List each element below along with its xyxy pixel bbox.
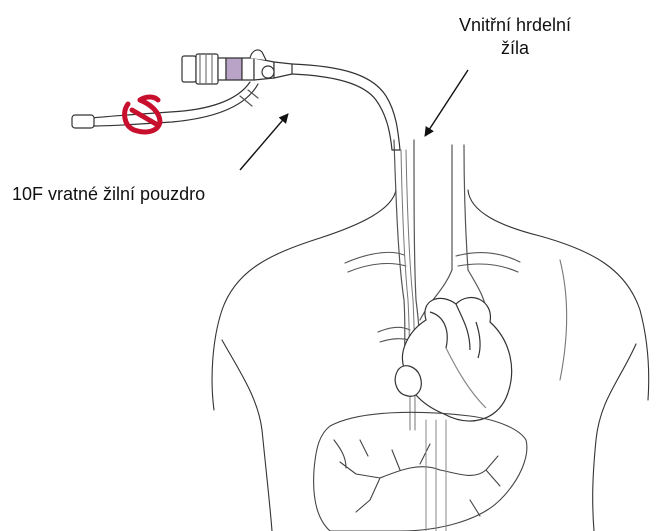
sheath-hub [182, 50, 292, 84]
liver [314, 412, 527, 531]
arrow-icon [240, 114, 288, 170]
heart [395, 298, 511, 421]
arrow-icon [425, 70, 468, 136]
lower-vessels [426, 420, 446, 531]
sheath-tubing [292, 64, 400, 150]
side-tubing [72, 82, 258, 128]
